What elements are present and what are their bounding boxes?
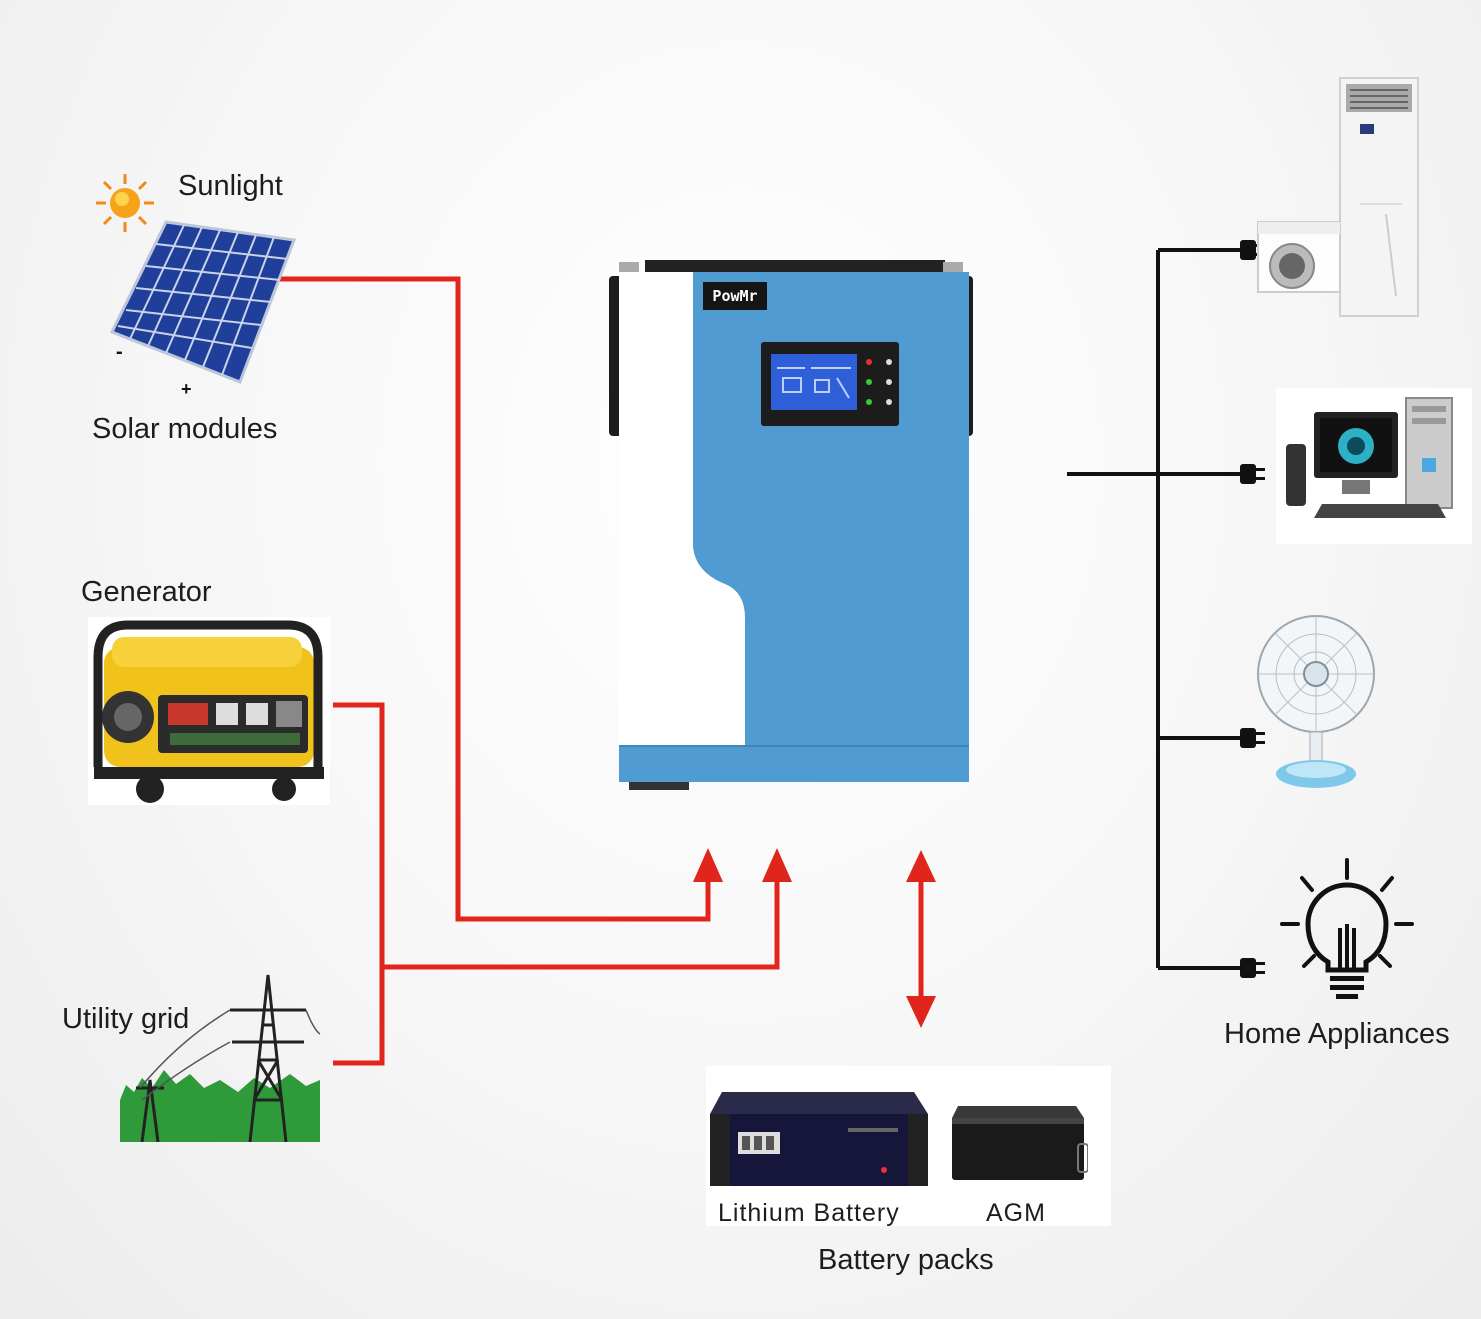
generator-icon xyxy=(88,617,330,805)
solar-arrow-icon xyxy=(693,848,723,882)
solar-minus-label: - xyxy=(116,341,123,363)
agm-label: AGM xyxy=(986,1199,1046,1227)
sunlight-label: Sunlight xyxy=(178,170,283,202)
utility-grid-label: Utility grid xyxy=(62,1003,190,1035)
generator-wire xyxy=(333,702,385,1066)
generator-label: Generator xyxy=(81,576,212,608)
electric-fan-icon xyxy=(1257,615,1375,788)
load-branches xyxy=(1158,248,1242,970)
agm-battery-icon xyxy=(952,1106,1088,1180)
battery-arrow-up-icon xyxy=(906,850,936,882)
plug-icon xyxy=(1240,240,1265,978)
inverter-icon xyxy=(609,260,973,790)
solar-plus-label: + xyxy=(181,379,192,399)
home-appliances-label: Home Appliances xyxy=(1224,1018,1450,1050)
desktop-computer-icon xyxy=(1276,388,1472,544)
battery-arrow-down-icon xyxy=(906,996,936,1028)
air-conditioner-icon xyxy=(1257,77,1419,317)
sun-icon xyxy=(96,174,154,232)
light-bulb-icon xyxy=(1280,858,1414,999)
solar-wire xyxy=(272,276,711,922)
lithium-battery-label: Lithium Battery xyxy=(718,1199,900,1227)
solar-panel-icon xyxy=(109,220,297,384)
battery-packs-label: Battery packs xyxy=(818,1244,994,1276)
grid-wire xyxy=(382,880,780,970)
solar-modules-label: Solar modules xyxy=(92,413,278,445)
grid-arrow-icon xyxy=(762,848,792,882)
inverter-brand-label: PowMr xyxy=(712,287,758,305)
utility-tower-icon xyxy=(120,974,320,1142)
lithium-battery-icon xyxy=(710,1092,928,1186)
